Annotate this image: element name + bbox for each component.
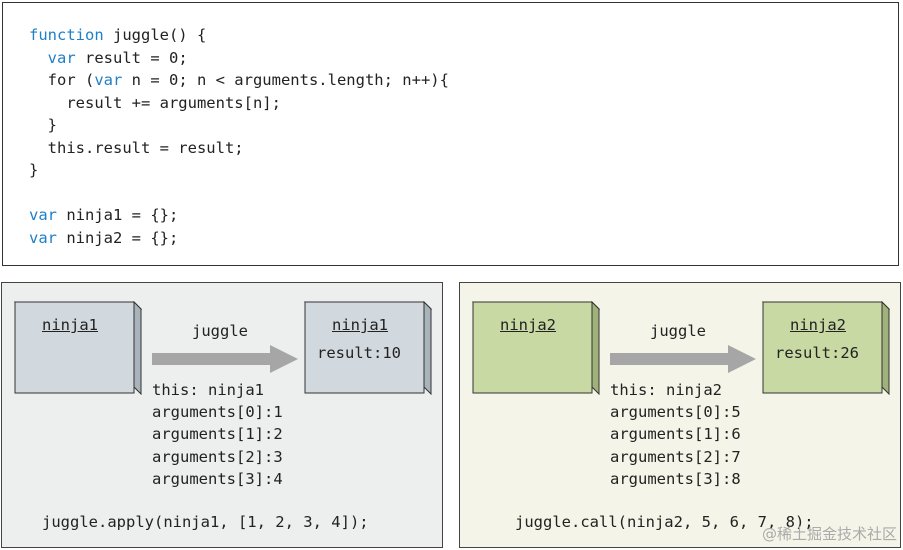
code-panel: function juggle() { var result = 0; for … [2, 2, 899, 266]
arrow-label: juggle [192, 322, 248, 340]
target-object-label: ninja2 [790, 316, 846, 334]
code-keyword: var [29, 206, 57, 224]
arrow-label: juggle [650, 322, 706, 340]
code-text: result = 0; [75, 48, 188, 67]
call-expression: juggle.apply(ninja1, [1, 2, 3, 4]); [42, 513, 369, 531]
code-line: } [29, 114, 57, 137]
code-text: juggle() { [103, 26, 207, 44]
box-front-face [14, 301, 135, 394]
call-panel: ninja2 juggle ninja2 result:26 this: nin… [459, 282, 901, 548]
target-result: result:10 [317, 344, 401, 362]
context-arg: arguments[0]:1 [152, 403, 283, 421]
context-this: this: ninja2 [610, 381, 722, 399]
code-keyword: var [47, 48, 76, 67]
context-arg: arguments[2]:3 [152, 448, 283, 466]
target-result: result:26 [775, 344, 859, 362]
code-line: var ninja1 = {}; [29, 204, 178, 227]
code-text: ninja2 = {}; [57, 228, 179, 247]
code-line: function juggle() { [29, 24, 206, 47]
apply-panel: ninja1 juggle ninja1 result:10 this: nin… [1, 282, 443, 548]
code-text: this.result = result; [29, 138, 244, 157]
context-arg: arguments[1]:6 [610, 425, 741, 443]
source-object-box [14, 301, 142, 395]
target-object-label: ninja1 [332, 316, 388, 334]
code-line: } [29, 159, 38, 182]
source-object-box [472, 301, 600, 395]
code-text: result += arguments[n]; [29, 93, 281, 112]
code-keyword: function [29, 26, 104, 44]
target-object-box [304, 301, 432, 395]
context-arg: arguments[1]:2 [152, 425, 283, 443]
context-arg: arguments[3]:8 [610, 470, 741, 488]
code-text: } [29, 161, 39, 179]
code-line: var ninja2 = {}; [29, 227, 178, 250]
target-object-box [762, 301, 890, 395]
context-arg: arguments[0]:5 [610, 403, 741, 421]
box-side-face [133, 301, 142, 395]
arrow-right-icon [152, 345, 298, 373]
code-text: for ( [29, 71, 95, 89]
code-text: n = 0; n < arguments.length; n++){ [122, 71, 449, 89]
code-keyword: var [94, 71, 123, 89]
code-keyword: var [29, 228, 57, 247]
context-this: this: ninja1 [152, 381, 264, 399]
call-expression: juggle.call(ninja2, 5, 6, 7, 8); [515, 513, 814, 531]
code-line: this.result = result; [29, 137, 244, 160]
arrow-right-icon [610, 345, 756, 373]
context-arg: arguments[2]:7 [610, 448, 741, 466]
code-line: for (var n = 0; n < arguments.length; n+… [29, 69, 449, 92]
code-line: result += arguments[n]; [29, 92, 281, 115]
source-object-label: ninja1 [42, 316, 98, 334]
code-text [29, 49, 48, 67]
code-text: } [29, 116, 57, 134]
source-object-label: ninja2 [500, 316, 556, 334]
watermark: @稀土掘金技术社区 [761, 525, 897, 543]
code-text: ninja1 = {}; [57, 206, 179, 224]
code-line: var result = 0; [29, 47, 188, 70]
context-arg: arguments[3]:4 [152, 470, 283, 488]
